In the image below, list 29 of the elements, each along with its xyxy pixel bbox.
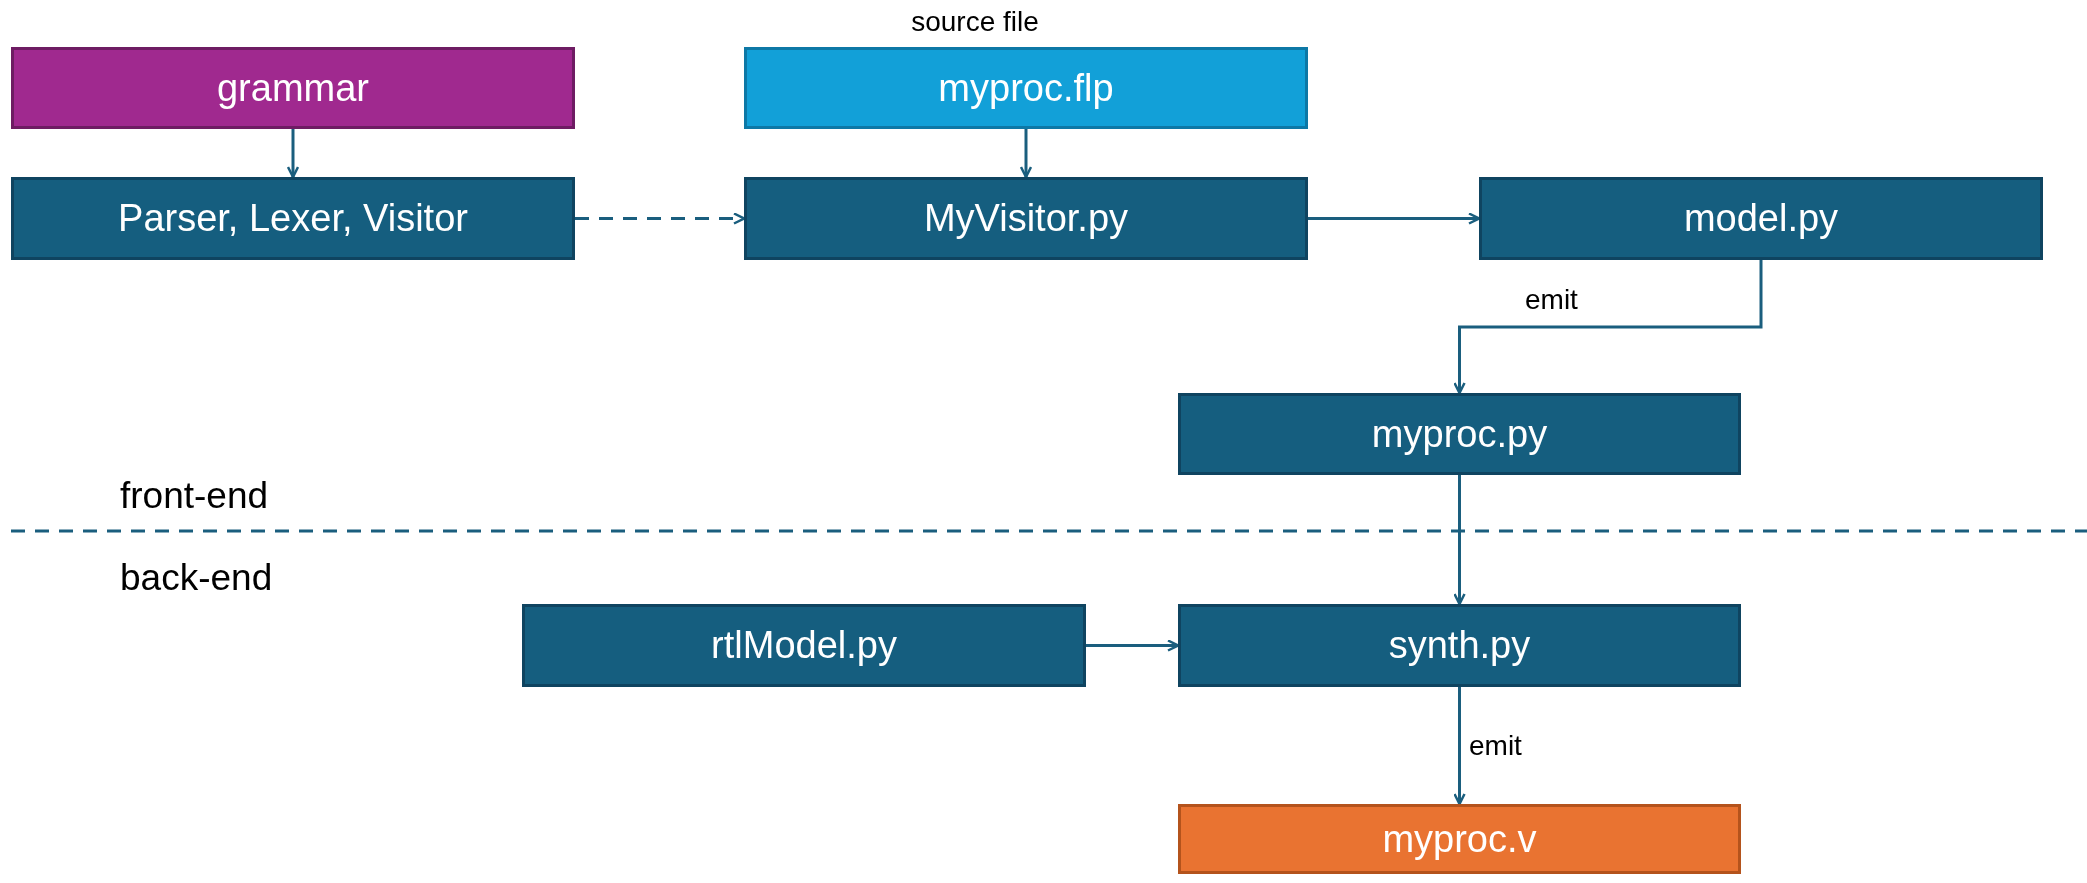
box-label: Parser, Lexer, Visitor: [118, 197, 468, 240]
section-label: back-end: [120, 557, 273, 599]
process-box: [11, 177, 575, 260]
box-label: myproc.v: [1382, 817, 1537, 861]
box-label: synth.py: [1388, 624, 1531, 667]
arrow: [1308, 212, 1481, 225]
box-label: myproc.flp: [938, 66, 1114, 110]
arrow: [1453, 687, 1466, 806]
box-label: MyVisitor.py: [923, 197, 1129, 240]
process-box: [1178, 804, 1741, 874]
arrow: [575, 212, 746, 225]
process-box: [744, 47, 1308, 129]
process-box: [522, 604, 1086, 687]
arrow: [1453, 260, 1763, 395]
box-label: rtlModel.py: [711, 624, 897, 667]
process-box: [1178, 393, 1741, 475]
box-label: model.py: [1683, 197, 1839, 240]
arrow: [286, 129, 300, 179]
process-box: [744, 177, 1308, 260]
process-box: [1479, 177, 2043, 260]
box-label: grammar: [217, 66, 369, 110]
process-box: [11, 47, 575, 129]
section-label: front-end: [120, 475, 269, 517]
arrow: [1453, 475, 1466, 606]
box-label: myproc.py: [1371, 412, 1548, 456]
node-caption: source file: [911, 6, 1039, 38]
process-box: [1178, 604, 1741, 687]
arrow: [1086, 639, 1180, 652]
arrow: [1019, 129, 1033, 179]
